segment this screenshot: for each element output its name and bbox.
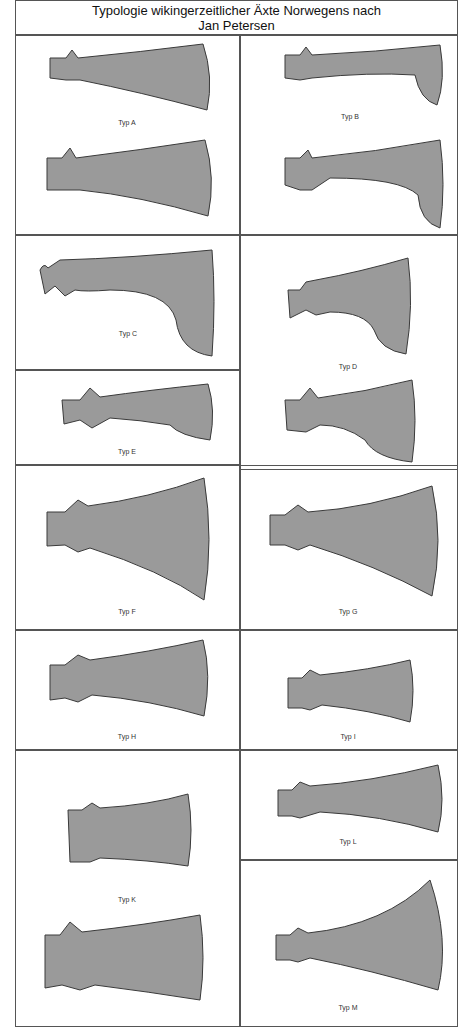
type-label: Typ A xyxy=(118,119,136,127)
type-cell: Typ M xyxy=(240,860,458,1027)
type-cell: Typ A xyxy=(15,35,240,235)
type-label: Typ C xyxy=(119,330,137,338)
type-cell: Typ B xyxy=(240,35,458,235)
axe-shape xyxy=(288,258,411,354)
axe-shape xyxy=(50,44,210,110)
type-cell: Typ F xyxy=(15,465,240,630)
axe-shape xyxy=(285,380,415,462)
type-cell: Typ E xyxy=(15,370,240,465)
type-cell: Typ G xyxy=(240,465,458,630)
type-label: Typ E xyxy=(118,448,136,456)
type-label: Typ M xyxy=(338,1004,357,1012)
axe-shape xyxy=(68,794,191,866)
axe-shape xyxy=(47,478,209,600)
type-cell: Typ L xyxy=(240,750,458,860)
type-cell: Typ H xyxy=(15,630,240,750)
type-label: Typ H xyxy=(118,733,136,741)
axe-shape xyxy=(276,880,443,990)
title-box: Typologie wikingerzeitlicher Äxte Norweg… xyxy=(15,0,458,35)
type-cell: Typ C xyxy=(15,235,240,370)
type-cell: Typ I xyxy=(240,630,458,750)
diagram-title: Typologie wikingerzeitlicher Äxte Norweg… xyxy=(87,3,387,33)
type-label: Typ L xyxy=(339,838,356,846)
axe-shape xyxy=(45,915,203,1000)
type-label: Typ I xyxy=(340,733,355,741)
type-label: Typ B xyxy=(341,113,359,121)
type-label: Typ K xyxy=(118,896,136,904)
axe-shape xyxy=(40,250,214,356)
type-label: Typ G xyxy=(339,608,358,616)
axe-shape xyxy=(278,765,442,832)
axe-shape xyxy=(285,140,443,228)
axe-shape xyxy=(62,384,213,440)
axe-shape xyxy=(270,486,438,596)
type-cell: Typ K xyxy=(15,750,240,1027)
type-cell: Typ D xyxy=(240,235,458,470)
axe-shape xyxy=(288,660,413,722)
type-label: Typ F xyxy=(118,608,136,616)
axe-shape xyxy=(285,45,442,105)
axe-shape xyxy=(47,140,211,216)
axe-shape xyxy=(50,640,208,716)
type-label: Typ D xyxy=(339,363,357,371)
